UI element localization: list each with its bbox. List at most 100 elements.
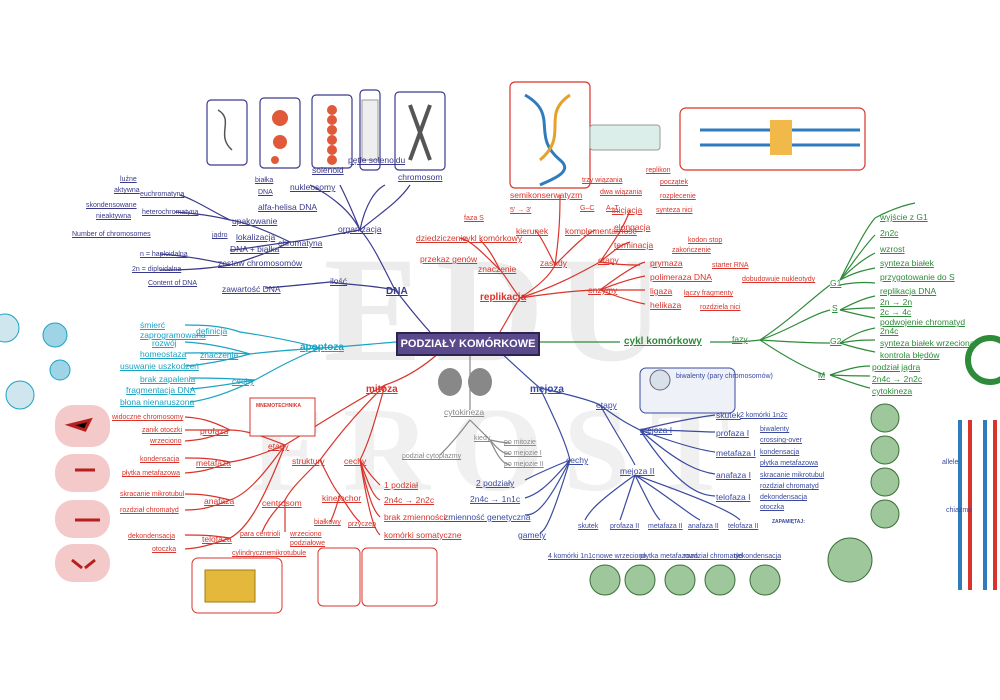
node-gamety[interactable]: gamety — [518, 530, 546, 540]
node-2n4c-1n1c[interactable]: 2n4c → 1n1c — [470, 494, 521, 504]
node-4-komorki[interactable]: 4 komórki 1n1c — [548, 553, 596, 560]
node-enzymy[interactable]: enzymy — [588, 285, 618, 295]
node-m[interactable]: M — [818, 370, 826, 380]
node-2-podzialy[interactable]: 2 podziały — [476, 478, 515, 488]
node-organizacja[interactable]: organizacja — [338, 224, 382, 234]
node-1-podzial[interactable]: 1 podział — [384, 480, 419, 490]
node-kodon-stop[interactable]: kodon stop — [688, 237, 723, 244]
node-semikonserwatyzm[interactable]: semikonserwatyzm — [510, 190, 583, 200]
node-kierunek[interactable]: kierunek — [516, 226, 549, 236]
node-n-haploid[interactable]: n = haploidalna — [140, 251, 188, 258]
node-przygotowanie[interactable]: przygotowanie do S — [880, 272, 955, 282]
node-plytka-me[interactable]: płytka metafazowa — [760, 460, 818, 467]
node-skracanie-me[interactable]: skracanie mikrotubul — [760, 472, 825, 479]
node-otoczka-me[interactable]: otoczka — [760, 504, 785, 511]
node-skracanie[interactable]: skracanie mikrotubul — [120, 491, 185, 498]
node-kinetochor[interactable]: kinetochor — [322, 493, 362, 503]
node-laczy[interactable]: łączy fragmenty — [684, 290, 734, 297]
node-replikon[interactable]: replikon — [646, 167, 671, 174]
node-podwojenie[interactable]: podwojenie chromatyd — [880, 317, 966, 327]
node-bialkowy[interactable]: białkowy — [314, 519, 341, 526]
node-znaczenie-r[interactable]: znaczenie — [478, 264, 517, 274]
node-kontrola[interactable]: kontrola błędów — [880, 350, 940, 360]
node-plytka[interactable]: płytka metafazowa — [122, 470, 180, 477]
node-g2[interactable]: G2 — [830, 336, 842, 346]
node-cechy-me[interactable]: cechy — [566, 455, 589, 465]
node-po-mejozie-1[interactable]: po mejozie I — [504, 450, 542, 457]
node-otoczka[interactable]: otoczka — [152, 546, 177, 553]
node-profaza-2[interactable]: profaza II — [610, 523, 640, 530]
node-rozdzial-me[interactable]: rozdział chromatyd — [760, 483, 819, 490]
node-mikrotubule[interactable]: mikrotubule — [270, 550, 307, 557]
node-ligaza[interactable]: ligaza — [650, 286, 673, 296]
node-przyczep[interactable]: przyczep — [348, 521, 377, 528]
center-node[interactable]: PODZIAŁY KOMÓRKOWE — [396, 332, 540, 356]
node-cytokineza[interactable]: cytokineza — [444, 407, 485, 417]
node-bialka[interactable]: białka — [255, 177, 274, 184]
node-struktury[interactable]: struktury — [292, 456, 325, 466]
node-para-centrioli[interactable]: para centrioli — [240, 531, 281, 538]
node-petle[interactable]: pętle solenoidu — [348, 155, 406, 165]
node-ilosc[interactable]: ilość — [330, 276, 348, 286]
node-homeostaza[interactable]: homeostaza — [140, 349, 187, 359]
node-cytokineza-c[interactable]: cytokineza — [872, 386, 913, 396]
node-5-3[interactable]: 5' → 3' — [510, 207, 532, 214]
node-komplementarnosc[interactable]: komplementarność — [565, 226, 637, 236]
node-anafaza-2[interactable]: anafaza II — [688, 523, 719, 530]
node-starter-rna[interactable]: starter RNA — [712, 262, 749, 269]
node-heterochromatyna[interactable]: heterochromatyna — [142, 209, 199, 216]
node-dna-small[interactable]: DNA — [258, 189, 273, 196]
node-helikaza[interactable]: helikaza — [650, 300, 682, 310]
node-2n-diploid[interactable]: 2n = diploidalna — [132, 266, 182, 273]
node-cykl-komorkowy-r[interactable]: cykl komórkowy — [462, 233, 522, 243]
node-2n-2n[interactable]: 2n → 2n — [880, 297, 913, 307]
node-wrzeciono-pod[interactable]: wrzeciono podziałowe — [290, 531, 326, 547]
node-terminacja[interactable]: terminacja — [614, 240, 654, 250]
node-2c-4c[interactable]: 2c → 4c — [880, 307, 912, 317]
node-zakonczenie[interactable]: zakończenie — [672, 247, 711, 254]
node-polimeraza[interactable]: polimeraza DNA — [650, 272, 712, 282]
node-wrzeciono[interactable]: wrzeciono — [150, 438, 182, 445]
node-dekondensacja-me[interactable]: dekondensacja — [760, 494, 808, 501]
node-po-mitozie[interactable]: po mitozie — [504, 439, 536, 446]
node-content-of-dna[interactable]: Content of DNA — [148, 280, 198, 287]
node-zawartosc[interactable]: zawartość DNA — [222, 284, 281, 294]
node-upakowanie[interactable]: upakowanie — [232, 216, 278, 226]
node-nukleosomy[interactable]: nukleosomy — [290, 182, 336, 192]
node-wyjscie-g1[interactable]: wyjście z G1 — [880, 212, 928, 222]
node-cylindryczne[interactable]: cylindryczne — [232, 550, 271, 557]
node-solenoid[interactable]: solenoid — [312, 165, 344, 175]
node-synteza-nici[interactable]: synteza nici — [656, 207, 693, 214]
node-komorki-somatyczne[interactable]: komórki somatyczne — [384, 530, 462, 540]
node-definicja[interactable]: definicja — [196, 326, 228, 336]
node-telofaza[interactable]: telofaza — [202, 534, 232, 544]
node-etapy-r[interactable]: etapy — [598, 255, 619, 265]
node-trzy-wiazania[interactable]: trzy wiązania — [582, 177, 623, 184]
node-telofaza-2[interactable]: telofaza II — [728, 523, 759, 530]
node-rozwoj[interactable]: rozwój — [152, 338, 177, 348]
node-2n4c-2n2c-m[interactable]: 2n4c → 2n2c — [384, 495, 435, 505]
node-brak-zapalenia[interactable]: brak zapalenia — [140, 374, 196, 384]
node-telofaza-1[interactable]: telofaza I — [716, 492, 751, 502]
node-dekondensacja-2[interactable]: dekondensacja — [734, 553, 782, 560]
node-replikacja-dna[interactable]: replikacja DNA — [880, 286, 937, 296]
node-skutek-1[interactable]: 2 komórki 1n2c — [740, 412, 788, 419]
node-dziedziczenie[interactable]: dziedziczenie — [416, 233, 468, 243]
node-zmiennosc[interactable]: zmienność genetyczna — [444, 512, 531, 522]
node-elongacja[interactable]: elongacja — [614, 222, 651, 232]
node-rozdzial-2[interactable]: rozdział chromatyd — [684, 553, 743, 560]
node-wzrost[interactable]: wzrost — [880, 244, 905, 254]
node-zestaw[interactable]: zestaw chromosomów — [218, 258, 303, 268]
node-skutek[interactable]: skutek — [716, 410, 741, 420]
node-kondensacja-me[interactable]: kondensacja — [760, 449, 800, 456]
node-metafaza[interactable]: metafaza — [196, 458, 231, 468]
node-metafaza-2[interactable]: metafaza II — [648, 523, 683, 530]
node-usuwanie[interactable]: usuwanie uszkodzeń — [120, 361, 199, 371]
node-apoptoza[interactable]: apoptoza — [300, 342, 344, 353]
node-podzial-jadra[interactable]: podział jądra — [872, 362, 921, 372]
node-kondensacja[interactable]: kondensacja — [140, 456, 180, 463]
node-profaza[interactable]: profaza — [200, 426, 229, 436]
node-prymaza[interactable]: prymaza — [650, 258, 683, 268]
node-synteza-wrzeciona[interactable]: synteza białek wrzeciona — [880, 338, 975, 348]
node-smierc[interactable]: śmierć zaprogramowana — [140, 320, 206, 340]
